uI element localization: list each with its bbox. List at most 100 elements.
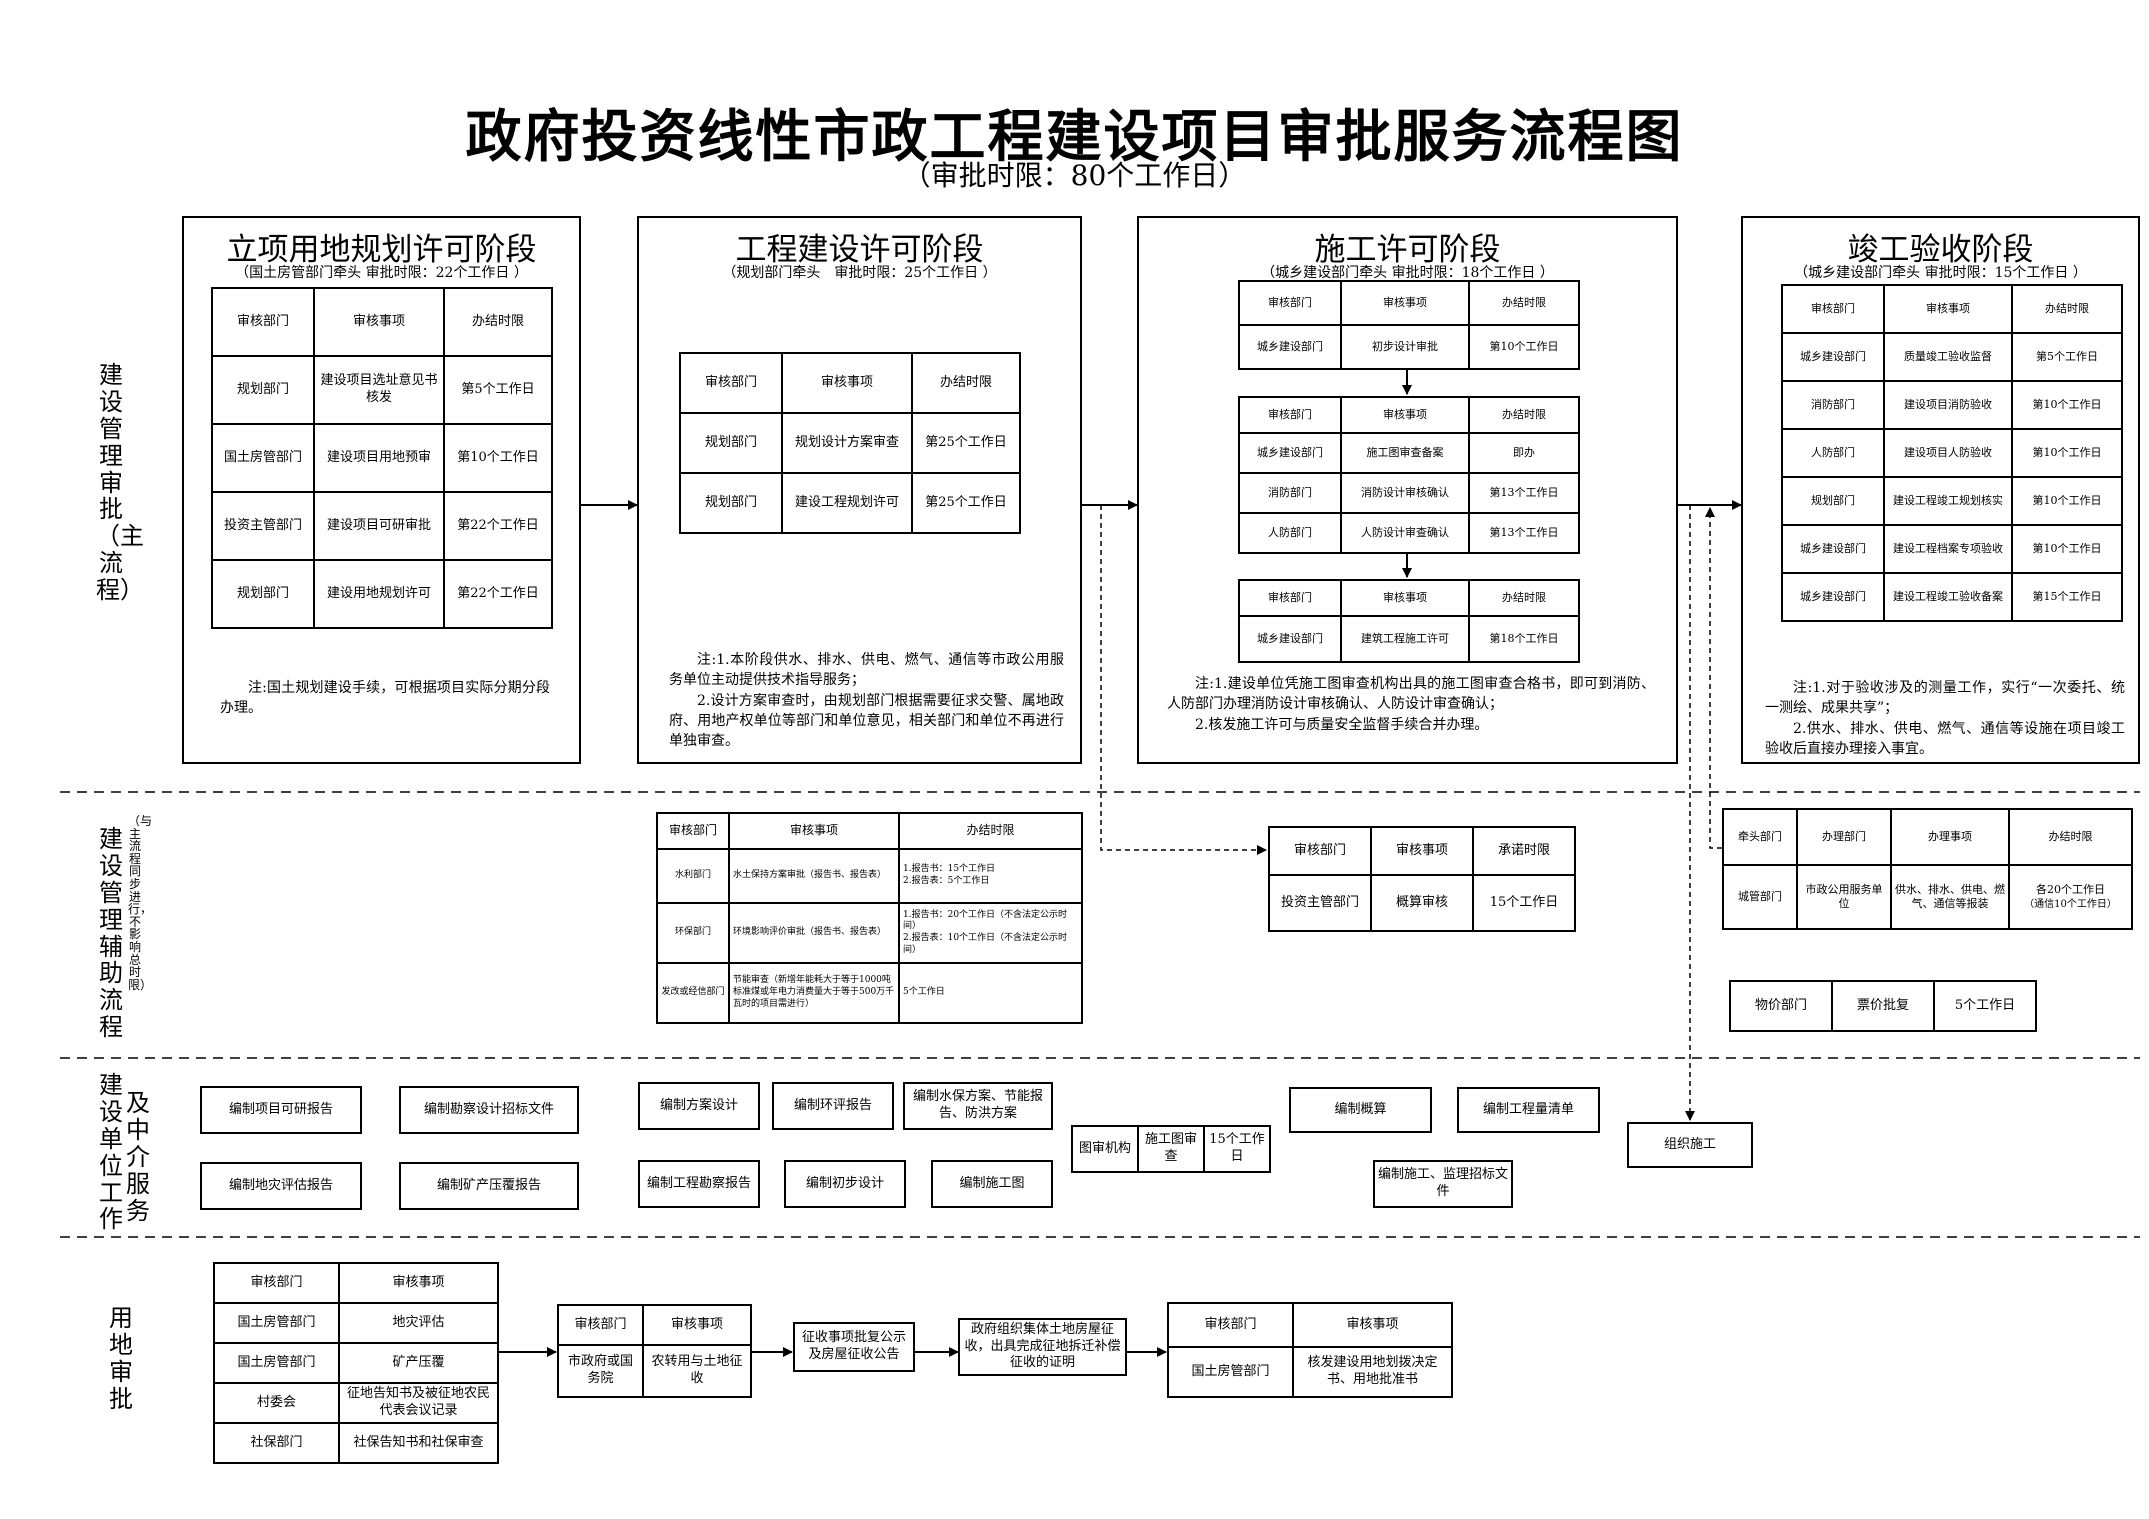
table-header: 审核部门 bbox=[557, 1304, 644, 1346]
table-cell: 市政公用服务单位 bbox=[1796, 864, 1892, 930]
table-cell: 第22个工作日 bbox=[443, 559, 553, 629]
table-header: 审核部门 bbox=[1781, 284, 1885, 334]
table-cell: 概算审核 bbox=[1370, 874, 1474, 932]
table-cell: 质量竣工验收监督 bbox=[1883, 332, 2013, 382]
table-cell: 节能审查（新增年能耗大于等于1000吨标准煤或年电力消费量大于等于500万千瓦时… bbox=[728, 962, 900, 1024]
stage-1-subtitle: （国土房管部门牵头 审批时限：22个工作日 ） bbox=[235, 265, 528, 281]
table-header: 审核事项 bbox=[1340, 396, 1470, 434]
table-cell: 第18个工作日 bbox=[1468, 615, 1580, 663]
task-box: 编制施工图 bbox=[931, 1160, 1053, 1208]
table-cell: 施工图审查备案 bbox=[1340, 432, 1470, 474]
table-header: 审核事项 bbox=[1883, 284, 2013, 334]
stage-2-note: 注:1.本阶段供水、排水、供电、燃气、通信等市政公用服务单位主动提供技术指导服务… bbox=[669, 650, 1064, 751]
table-cell: 图审机构 bbox=[1071, 1125, 1139, 1173]
task-box: 编制施工、监理招标文件 bbox=[1373, 1160, 1513, 1208]
stage-2-note-1: 注:1.本阶段供水、排水、供电、燃气、通信等市政公用服务单位主动提供技术指导服务… bbox=[669, 652, 1064, 689]
task-box: 编制工程勘察报告 bbox=[638, 1160, 760, 1208]
table-header: 审核事项 bbox=[313, 287, 445, 357]
table-cell: 发改或经信部门 bbox=[656, 962, 730, 1024]
table-cell: 消防部门 bbox=[1238, 472, 1342, 514]
table-header: 审核部门 bbox=[679, 352, 783, 414]
table-header: 审核部门 bbox=[1238, 396, 1342, 434]
table-cell: 规划部门 bbox=[211, 355, 315, 425]
task-box: 组织施工 bbox=[1627, 1122, 1753, 1168]
table-cell: 国土房管部门 bbox=[211, 423, 315, 493]
table-header: 办结时限 bbox=[1468, 280, 1580, 326]
stage-3-subtitle: （城乡建设部门牵头 审批时限：18个工作日 ） bbox=[1261, 265, 1554, 281]
table-cell: 规划部门 bbox=[211, 559, 315, 629]
page-title: 政府投资线性市政工程建设项目审批服务流程图 bbox=[465, 104, 1684, 170]
table-header: 办结时限 bbox=[2011, 284, 2123, 334]
table-cell: 建设项目选址意见书核发 bbox=[313, 355, 445, 425]
table-cell: 村委会 bbox=[213, 1382, 340, 1424]
dashed-arrow-aux3-up bbox=[1705, 507, 1722, 849]
stage-2-table: 审核部门审核事项办结时限 规划部门规划设计方案审查第25个工作日 规划部门建设工… bbox=[679, 352, 1021, 534]
table-header: 审核部门 bbox=[1238, 579, 1342, 617]
table-header: 审核部门 bbox=[211, 287, 315, 357]
table-header: 办结时限 bbox=[1468, 396, 1580, 434]
table-header: 审核事项 bbox=[338, 1262, 499, 1304]
table-cell: 建设工程规划许可 bbox=[781, 472, 913, 534]
table-cell: 农转用与土地征收 bbox=[642, 1344, 752, 1398]
table-cell: 城乡建设部门 bbox=[1781, 332, 1885, 382]
stage-2-panel: 工程建设许可阶段 （规划部门牵头 审批时限：25个工作日 ） 审核部门审核事项办… bbox=[637, 216, 1082, 764]
table-header: 审核事项 bbox=[1340, 579, 1470, 617]
table-cell: 建设工程竣工验收备案 bbox=[1883, 572, 2013, 622]
table-cell: 第10个工作日 bbox=[443, 423, 553, 493]
table-cell: 第10个工作日 bbox=[2011, 476, 2123, 526]
table-cell: 规划部门 bbox=[679, 412, 783, 474]
table-cell: 城乡建设部门 bbox=[1781, 524, 1885, 574]
table-cell: 建筑工程施工许可 bbox=[1340, 615, 1470, 663]
table-cell: 第15个工作日 bbox=[2011, 572, 2123, 622]
table-cell: 第10个工作日 bbox=[1468, 324, 1580, 370]
lane-label-unit-b: 及中介服务 bbox=[126, 1089, 150, 1225]
stage-3-note: 注:1.建设单位凭施工图审查机构出具的施工图审查合格书，即可到消防、人防部门办理… bbox=[1167, 674, 1655, 735]
stage-3-table-1: 审核部门审核事项办结时限 城乡建设部门初步设计审批第10个工作日 bbox=[1238, 280, 1580, 370]
table-header: 牵头部门 bbox=[1722, 808, 1798, 866]
table-cell: 第5个工作日 bbox=[443, 355, 553, 425]
land-table-1: 审核部门审核事项 国土房管部门地灾评估 国土房管部门矿产压覆 村委会征地告知书及… bbox=[213, 1262, 499, 1464]
table-cell: 第25个工作日 bbox=[911, 412, 1021, 474]
task-box: 编制方案设计 bbox=[638, 1082, 760, 1130]
table-cell: 社保部门 bbox=[213, 1422, 340, 1464]
stage-4-subtitle: （城乡建设部门牵头 审批时限：15个工作日 ） bbox=[1794, 265, 2087, 281]
table-cell: 各20个工作日（通信10个工作日） bbox=[2008, 864, 2133, 930]
table-cell: 初步设计审批 bbox=[1340, 324, 1470, 370]
table-cell: 市政府或国务院 bbox=[557, 1344, 644, 1398]
stage-2-note-2: 2.设计方案审查时，由规划部门根据需要征求交警、属地政府、用地产权单位等部门和单… bbox=[669, 692, 1064, 750]
stage-4-panel: 竣工验收阶段 （城乡建设部门牵头 审批时限：15个工作日 ） 审核部门审核事项办… bbox=[1741, 216, 2140, 764]
task-box: 编制概算 bbox=[1289, 1087, 1432, 1133]
task-box: 编制地灾评估报告 bbox=[200, 1162, 362, 1210]
stage-2-title: 工程建设许可阶段 bbox=[735, 232, 984, 268]
table-cell: 人防部门 bbox=[1238, 512, 1342, 554]
stage-2-subtitle: （规划部门牵头 审批时限：25个工作日 ） bbox=[722, 265, 997, 281]
table-cell: 第13个工作日 bbox=[1468, 472, 1580, 514]
land-table-3: 审核部门审核事项 国土房管部门核发建设用地划拨决定书、用地批准书 bbox=[1167, 1302, 1453, 1398]
table-cell: 投资主管部门 bbox=[211, 491, 315, 561]
task-box: 编制工程量清单 bbox=[1457, 1087, 1600, 1133]
table-header: 承诺时限 bbox=[1472, 826, 1576, 876]
table-header: 审核事项 bbox=[642, 1304, 752, 1346]
table-cell: 票价批复 bbox=[1831, 980, 1935, 1032]
stage-1-note: 注:国土规划建设手续，可根据项目实际分期分段办理。 bbox=[220, 680, 550, 717]
table-cell: 水利部门 bbox=[656, 848, 730, 904]
table-cell: 规划部门 bbox=[1781, 476, 1885, 526]
table-cell: 环保部门 bbox=[656, 902, 730, 964]
table-cell: 施工图审查 bbox=[1137, 1125, 1205, 1173]
table-cell: 城管部门 bbox=[1722, 864, 1798, 930]
table-cell: 第10个工作日 bbox=[2011, 380, 2123, 430]
table-cell: 城乡建设部门 bbox=[1781, 572, 1885, 622]
table-cell: 15个工作日 bbox=[1203, 1125, 1271, 1173]
task-box: 编制矿产压覆报告 bbox=[399, 1162, 579, 1210]
table-cell: 环境影响评价审批（报告书、报告表） bbox=[728, 902, 900, 964]
stage-4-title: 竣工验收阶段 bbox=[1847, 232, 2034, 268]
task-box: 编制水保方案、节能报告、防洪方案 bbox=[903, 1082, 1053, 1130]
table-header: 审核事项 bbox=[1340, 280, 1470, 326]
table-cell: 国土房管部门 bbox=[213, 1302, 340, 1344]
task-box: 编制勘察设计招标文件 bbox=[399, 1086, 579, 1134]
table-header: 审核事项 bbox=[1292, 1302, 1453, 1348]
land-table-2: 审核部门审核事项 市政府或国务院农转用与土地征收 bbox=[557, 1304, 752, 1398]
table-header: 办结时限 bbox=[443, 287, 553, 357]
